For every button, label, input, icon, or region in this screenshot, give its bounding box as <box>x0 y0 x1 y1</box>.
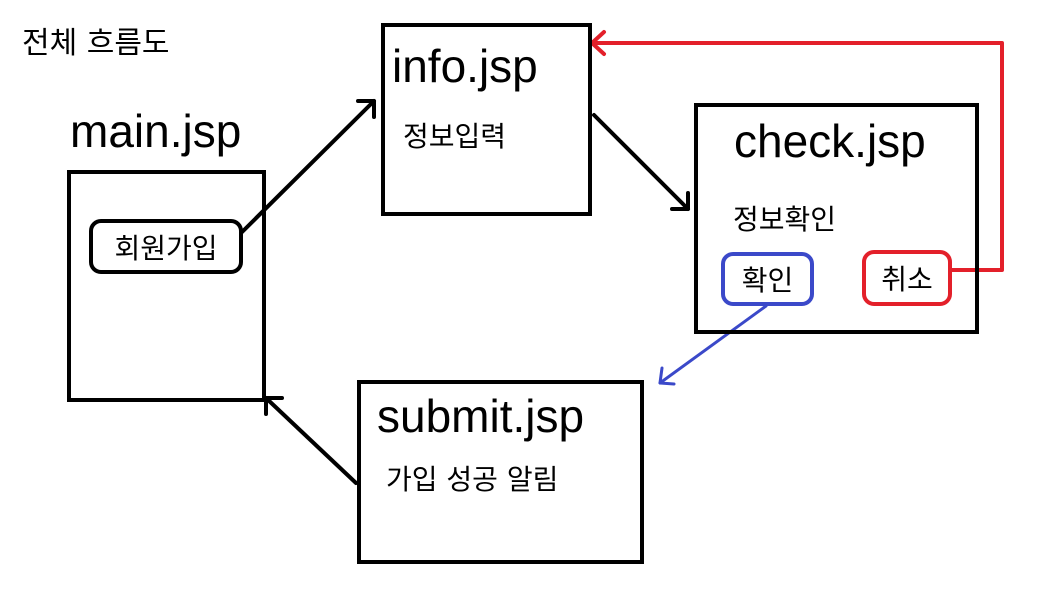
submit-page-desc: 가입 성공 알림 <box>386 463 559 496</box>
diagram-title: 전체 흐름도 <box>22 26 170 61</box>
info-page-label: info.jsp <box>392 40 538 92</box>
check-page-desc: 정보확인 <box>733 203 837 236</box>
check-page-box <box>694 103 979 334</box>
arrow-confirm-to-submit <box>658 304 768 386</box>
arrow-info-to-check <box>592 113 690 211</box>
arrow-submit-to-main <box>264 396 358 485</box>
arrow-main-to-info <box>234 99 376 240</box>
main-page-label: main.jsp <box>70 105 242 157</box>
signup-button[interactable]: 회원가입 <box>89 219 243 274</box>
submit-page-box <box>357 380 644 564</box>
submit-page-label: submit.jsp <box>377 390 585 442</box>
cancel-button[interactable]: 취소 <box>862 250 952 306</box>
info-page-box <box>381 23 592 216</box>
confirm-button[interactable]: 확인 <box>721 252 814 306</box>
check-page-label: check.jsp <box>734 115 926 167</box>
info-page-desc: 정보입력 <box>403 120 507 153</box>
main-page-box <box>67 170 266 402</box>
